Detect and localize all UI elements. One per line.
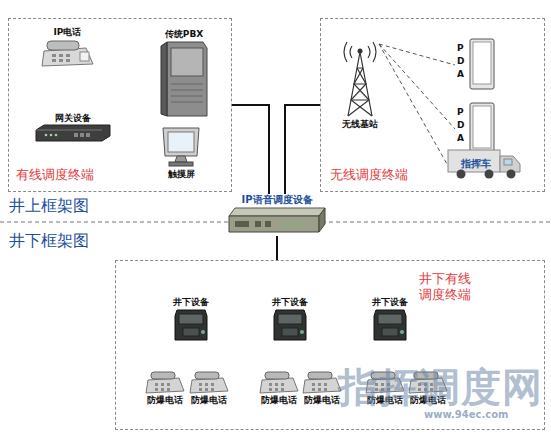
pda-label: PDA xyxy=(457,106,465,145)
equipment-label: 防爆电话 xyxy=(147,394,183,406)
equipment-node: 井下设备 xyxy=(163,296,219,346)
ip-phone-icon xyxy=(40,38,95,68)
underground-unit-icon xyxy=(272,308,308,342)
equipment-label: 传统PBX xyxy=(165,28,203,40)
pda-icon xyxy=(469,102,495,154)
pbx-server-icon xyxy=(159,40,209,118)
group-title: 无线调度终端 xyxy=(330,167,460,183)
equipment-label: 防爆电话 xyxy=(304,394,340,406)
equipment-node: 井下设备 xyxy=(262,296,318,346)
equipment-node: IP电话 xyxy=(35,26,100,76)
group-title: 井下有线调度终端 xyxy=(419,271,475,303)
equipment-node: 防爆电话 xyxy=(186,370,232,410)
explosion-proof-phone-icon xyxy=(259,370,299,394)
gateway-icon xyxy=(34,124,112,142)
equipment-icon xyxy=(173,308,209,342)
frame-title: 井下框架图 xyxy=(9,231,89,252)
dashed-group-box: 有线调度终端 IP电话 传统PBX 网关设备触摸屏 xyxy=(8,18,232,192)
equipment-node: 防爆电话 xyxy=(256,370,302,410)
wired-link xyxy=(232,105,269,194)
equipment-node: 井下设备 xyxy=(362,296,418,346)
base-station-tower xyxy=(340,34,380,118)
explosion-proof-phone-icon xyxy=(189,370,229,394)
equipment-label: 防爆电话 xyxy=(261,394,297,406)
equipment-icon xyxy=(159,126,203,168)
explosion-proof-phone-icon xyxy=(302,370,342,394)
equipment-node: 防爆电话 xyxy=(142,370,188,410)
equipment-icon xyxy=(272,308,308,342)
pda-icon xyxy=(469,38,495,90)
equipment-label: 井下设备 xyxy=(372,296,408,308)
watermark: 指挥调度网 xyxy=(338,360,543,415)
equipment-node: IP语音调度设备 xyxy=(226,194,328,236)
explosion-proof-phone-icon xyxy=(145,370,185,394)
equipment-label: 无线基站 xyxy=(342,118,378,130)
equipment-label: 网关设备 xyxy=(55,112,91,124)
wired-link xyxy=(285,105,320,194)
equipment-icon xyxy=(340,34,380,118)
underground-unit-icon xyxy=(372,308,408,342)
equipment-label: 触摸屏 xyxy=(168,168,195,180)
equipment-icon xyxy=(227,206,327,234)
truck-label: 指挥车 xyxy=(461,157,491,171)
equipment-icon xyxy=(159,40,209,118)
wireless-link xyxy=(379,44,447,164)
equipment-icon xyxy=(189,370,229,394)
equipment-icon xyxy=(372,308,408,342)
pda-label: PDA xyxy=(457,42,465,81)
equipment-icon xyxy=(145,370,185,394)
group-title: 有线调度终端 xyxy=(16,167,146,183)
equipment-label: 防爆电话 xyxy=(191,394,227,406)
equipment-label: 井下设备 xyxy=(272,296,308,308)
watermark-url: www.94ec.com xyxy=(424,409,509,420)
equipment-node: 传统PBX xyxy=(155,28,213,120)
equipment-label: 井下设备 xyxy=(173,296,209,308)
underground-unit-icon xyxy=(173,308,209,342)
equipment-icon xyxy=(302,370,342,394)
wireless-link xyxy=(379,44,455,129)
equipment-node: 无线基站 xyxy=(335,34,385,134)
equipment-node: 网关设备 xyxy=(32,112,114,148)
wireless-link xyxy=(379,44,455,65)
touchscreen-icon xyxy=(159,126,203,168)
equipment-node: 触摸屏 xyxy=(152,126,210,182)
equipment-icon xyxy=(40,38,95,68)
equipment-icon xyxy=(259,370,299,394)
equipment-label: IP语音调度设备 xyxy=(241,194,312,206)
command-truck: 指挥车 xyxy=(447,148,522,180)
equipment-icon xyxy=(34,124,112,142)
wired-link xyxy=(276,236,278,260)
pda-terminal: PDA xyxy=(455,38,497,92)
pda-terminal: PDA xyxy=(455,102,497,156)
frame-title: 井上框架图 xyxy=(9,196,89,217)
dispatch-device-icon xyxy=(227,206,327,234)
dashed-group-box: 无线调度终端 无线基站 PDA PDA 指挥车 xyxy=(320,18,545,192)
equipment-label: IP电话 xyxy=(54,26,82,38)
